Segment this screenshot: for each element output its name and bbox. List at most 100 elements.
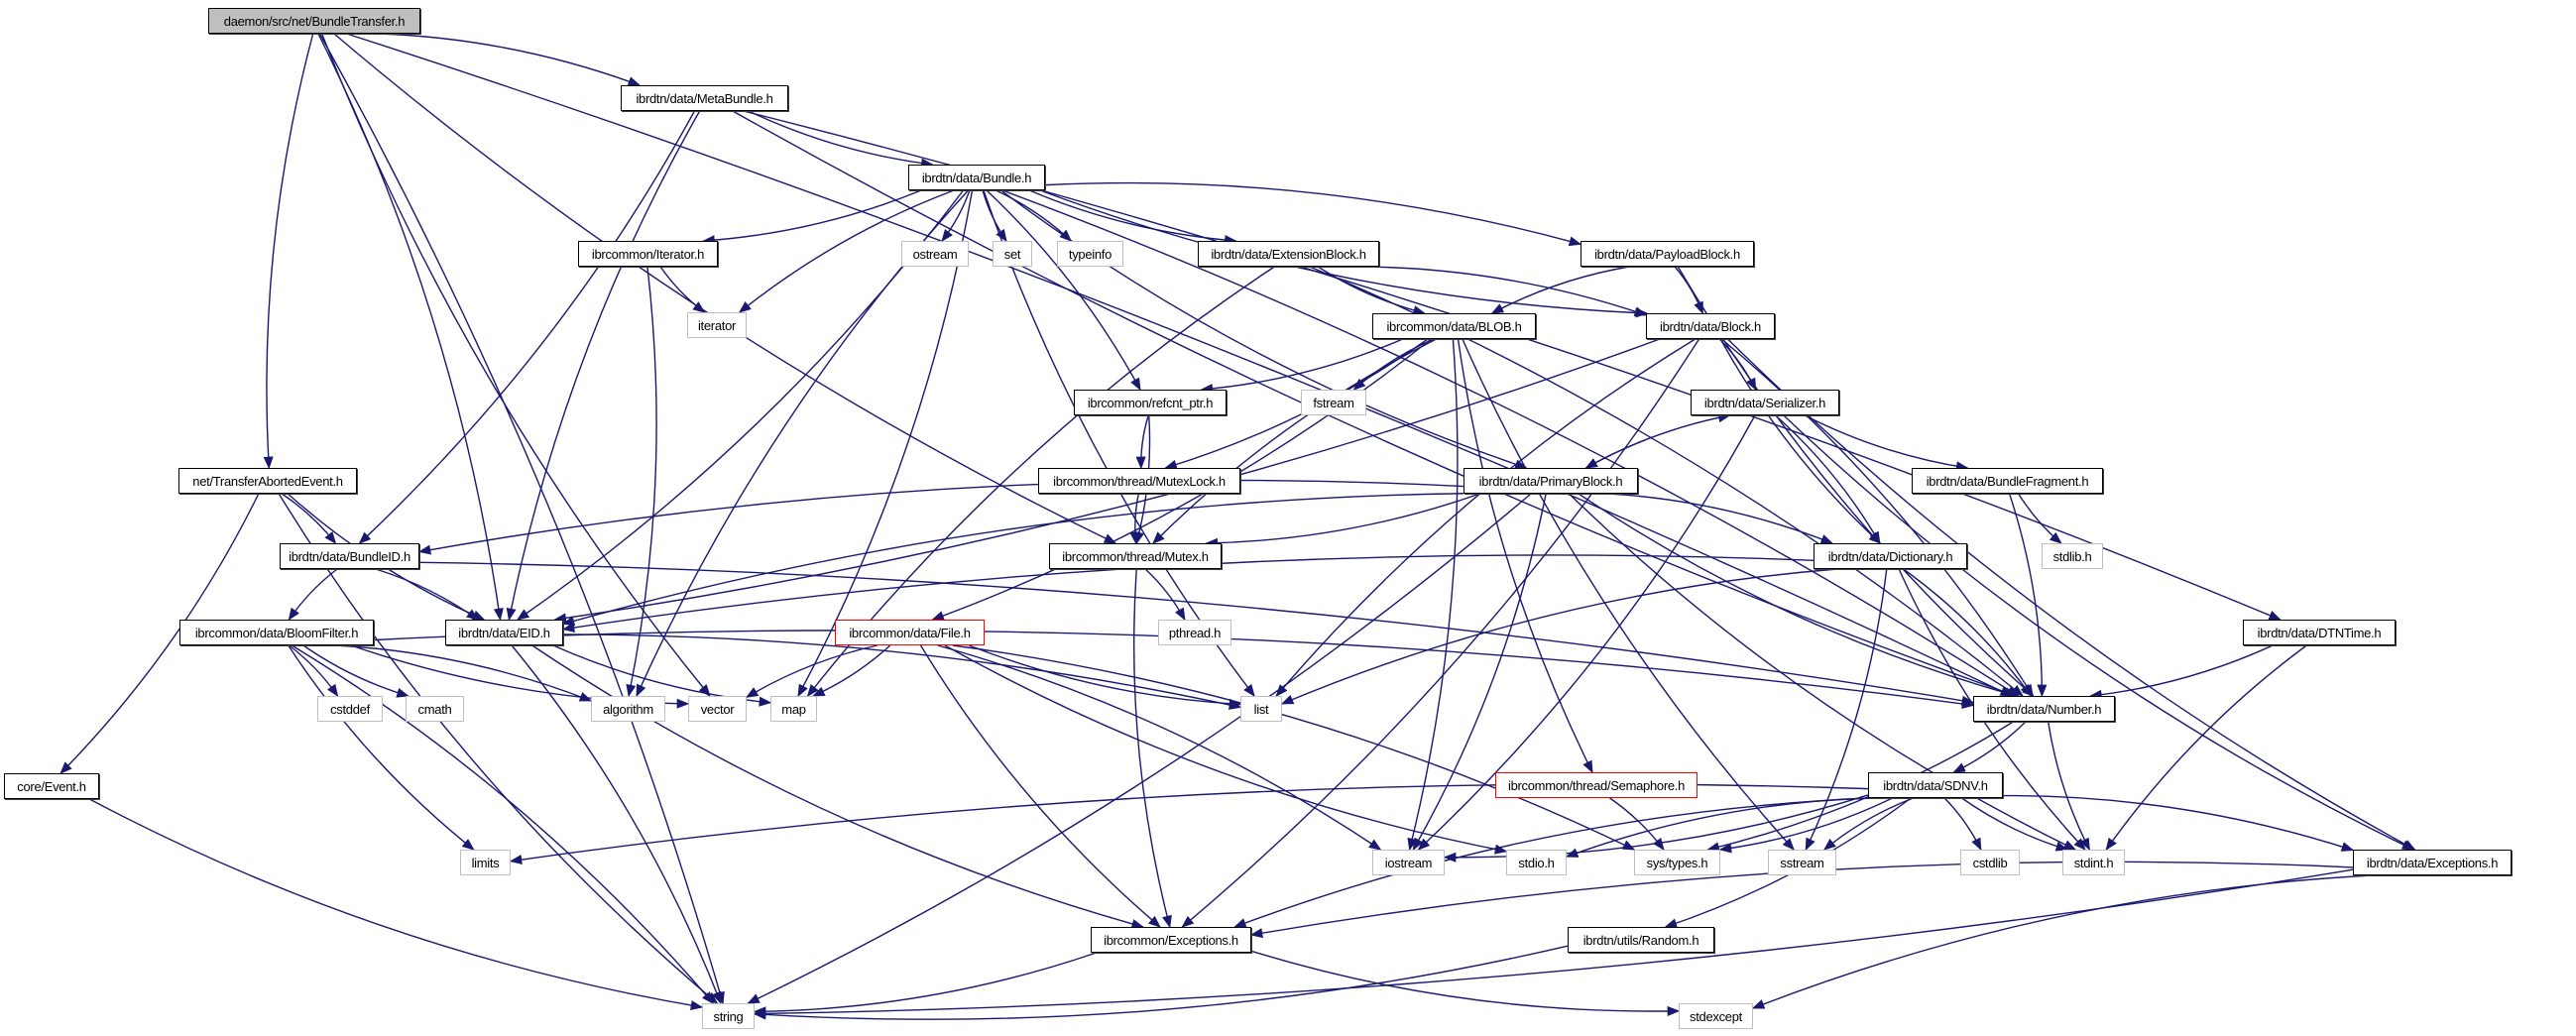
graph-node-bundletransfer[interactable]: daemon/src/net/BundleTransfer.h xyxy=(208,8,420,34)
edge-dictionary-to-sstream xyxy=(1805,568,1888,852)
edge-bundle-to-extensionblock xyxy=(1028,189,1237,246)
graph-node-stdio: stdio.h xyxy=(1506,850,1567,875)
graph-node-coreevent[interactable]: core/Event.h xyxy=(4,773,99,799)
edge-bundletransfer-to-eid xyxy=(317,33,504,622)
edge-exceptions-to-string xyxy=(753,952,1097,1017)
edge-bloomfilter-to-string xyxy=(291,644,715,1004)
graph-node-payloadblock[interactable]: ibrdtn/data/PayloadBlock.h xyxy=(1581,241,1754,267)
edge-bundle-to-block xyxy=(1039,189,1649,318)
graph-node-typeinfo: typeinfo xyxy=(1057,241,1123,267)
edge-primaryblock-to-dictionary xyxy=(1608,493,1834,544)
edge-file-to-vector xyxy=(745,644,878,698)
edge-bundle-to-typeinfo xyxy=(995,189,1073,242)
edge-primaryblock-to-string xyxy=(747,493,1532,1004)
graph-node-refcnt[interactable]: ibrcommon/refcnt_ptr.h xyxy=(1074,390,1227,415)
graph-node-semaphore[interactable]: ibrcommon/thread/Semaphore.h xyxy=(1495,772,1698,798)
edge-eid-to-exceptions xyxy=(531,644,1145,929)
graph-node-dataexceptions[interactable]: ibrdtn/data/Exceptions.h xyxy=(2353,850,2512,875)
edge-primaryblock-to-serializer xyxy=(1585,412,1731,469)
graph-node-dictionary[interactable]: ibrdtn/data/Dictionary.h xyxy=(1814,543,1967,569)
graph-node-bundleid[interactable]: ibrdtn/data/BundleID.h xyxy=(280,543,419,569)
edge-file-to-stdio xyxy=(944,644,1508,855)
edge-metabundle-to-bundle xyxy=(748,110,934,169)
graph-node-systypes: sys/types.h xyxy=(1634,850,1720,875)
graph-node-transferaborted[interactable]: net/TransferAbortedEvent.h xyxy=(178,468,357,494)
graph-node-file[interactable]: ibrcommon/data/File.h xyxy=(835,620,985,645)
graph-node-iterator: iterator xyxy=(687,312,747,338)
edge-blob-to-iostream xyxy=(1407,338,1459,852)
edge-file-to-exceptions xyxy=(919,644,1161,928)
graph-node-sstream: sstream xyxy=(1768,850,1836,875)
graph-node-primaryblock[interactable]: ibrdtn/data/PrimaryBlock.h xyxy=(1464,468,1638,494)
graph-node-stdlib: stdlib.h xyxy=(2042,543,2103,569)
edge-transferaborted-to-bundleid xyxy=(281,493,337,544)
edge-payloadblock-to-blob xyxy=(1490,266,1630,314)
edge-sdnv-to-exceptions xyxy=(1233,797,1872,928)
graph-node-bloomfilter[interactable]: ibrcommon/data/BloomFilter.h xyxy=(179,620,374,645)
graph-node-block[interactable]: ibrdtn/data/Block.h xyxy=(1646,313,1775,339)
edge-semaphore-to-systypes xyxy=(1609,797,1665,852)
edge-file-to-list xyxy=(969,644,1242,709)
graph-node-iterator[interactable]: ibrcommon/Iterator.h xyxy=(578,241,718,267)
graph-node-random[interactable]: ibrdtn/utils/Random.h xyxy=(1568,927,1714,953)
edge-bundle-to-ostream xyxy=(941,189,971,242)
graph-node-string: string xyxy=(702,1003,755,1029)
graph-node-cstdlib: cstdlib xyxy=(1960,850,2020,875)
edge-bundletransfer-to-vector xyxy=(320,33,711,697)
edge-bundlefragment-to-number xyxy=(2008,493,2048,698)
graph-node-metabundle[interactable]: ibrdtn/data/MetaBundle.h xyxy=(621,85,788,111)
edge-eid-to-map xyxy=(552,644,772,707)
edge-bundlefragment-to-stdlib xyxy=(2018,493,2062,544)
edge-metabundle-to-eid xyxy=(506,110,701,622)
edge-transferaborted-to-string xyxy=(278,493,719,1004)
edge-iterator-to-algorithm xyxy=(626,266,657,698)
graph-node-sdnv[interactable]: ibrdtn/data/SDNV.h xyxy=(1868,772,2003,798)
edge-sdnv-to-cstdlib xyxy=(1943,797,1982,852)
graph-node-stdexcept: stdexcept xyxy=(1679,1003,1753,1029)
graph-node-eid[interactable]: ibrdtn/data/EID.h xyxy=(445,620,563,645)
graph-node-fstream: fstream xyxy=(1301,390,1366,415)
graph-node-extensionblock[interactable]: ibrdtn/data/ExtensionBlock.h xyxy=(1198,241,1379,267)
graph-node-serializer[interactable]: ibrdtn/data/Serializer.h xyxy=(1691,390,1839,415)
graph-node-mutexlock[interactable]: ibrcommon/thread/MutexLock.h xyxy=(1038,468,1240,494)
edge-bundle-to-number xyxy=(1001,189,2020,697)
edge-primaryblock-to-iostream xyxy=(1412,493,1547,852)
edge-bundletransfer-to-metabundle xyxy=(379,33,642,86)
edge-blob-to-refcnt xyxy=(1200,338,1404,395)
edge-eid-to-string xyxy=(511,644,722,1005)
edge-dataexceptions-to-string xyxy=(753,868,2354,1019)
graph-node-list: list xyxy=(1240,696,1282,722)
edge-extensionblock-to-block xyxy=(1363,266,1648,316)
graph-node-mutex[interactable]: ibrcommon/thread/Mutex.h xyxy=(1049,543,1222,569)
graph-node-exceptions[interactable]: ibrcommon/Exceptions.h xyxy=(1091,927,1251,953)
edge-dtntime-to-number xyxy=(2089,644,2274,700)
edge-primaryblock-to-number xyxy=(1578,493,2018,698)
edge-bloomfilter-to-limits xyxy=(288,644,475,851)
graph-node-number[interactable]: ibrdtn/data/Number.h xyxy=(1973,696,2115,722)
edge-serializer-to-bundlefragment xyxy=(1804,414,1969,472)
graph-node-limits: limits xyxy=(460,850,511,875)
edge-blob-to-file xyxy=(931,338,1432,621)
graph-node-bundlefragment[interactable]: ibrdtn/data/BundleFragment.h xyxy=(1912,468,2103,494)
edge-serializer-to-iostream xyxy=(1417,414,1756,851)
edge-bundletransfer-to-string xyxy=(318,33,725,1005)
edge-file-to-systypes xyxy=(952,644,1636,851)
edge-primaryblock-to-stdint xyxy=(1569,493,2077,851)
edge-bundle-to-iterator xyxy=(738,189,955,313)
edge-sdnv-to-stdint xyxy=(1961,797,2069,852)
edge-mutex-to-exceptions xyxy=(1132,568,1172,929)
graph-node-ostream: ostream xyxy=(901,241,969,267)
edge-metabundle-to-number xyxy=(732,110,2018,697)
edge-blob-to-mutex xyxy=(1152,338,1437,544)
edge-file-to-iostream xyxy=(937,644,1382,851)
edge-bloomfilter-to-cstddef xyxy=(289,644,339,698)
edge-extensionblock-to-blob xyxy=(1317,266,1426,316)
edge-blob-to-semaphore xyxy=(1457,338,1593,774)
graph-node-cstddef: cstddef xyxy=(317,696,383,722)
graph-node-algorithm: algorithm xyxy=(591,696,665,722)
graph-node-dtntime[interactable]: ibrdtn/data/DTNTime.h xyxy=(2243,620,2396,645)
graph-node-blob[interactable]: ibrcommon/data/BLOB.h xyxy=(1372,313,1536,339)
graph-node-bundle[interactable]: ibrdtn/data/Bundle.h xyxy=(908,165,1045,190)
